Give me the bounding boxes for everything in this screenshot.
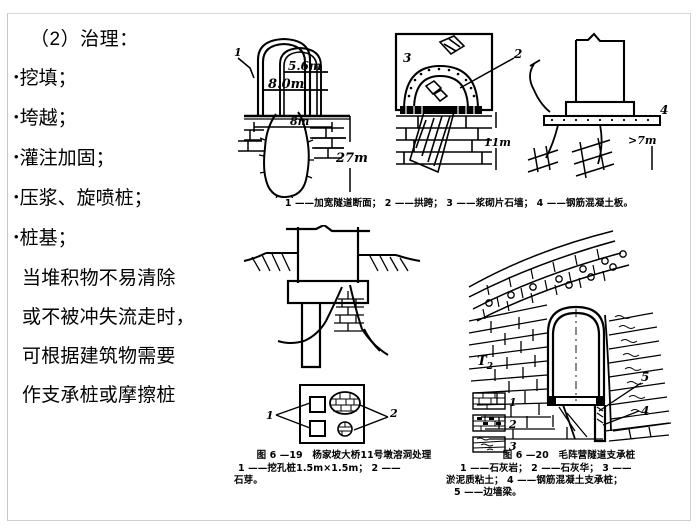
figure-bl-svg: 1 2 (243, 225, 421, 444)
bullet-item-3-label: 灌注加固； (19, 148, 115, 169)
bullet-item-2-label: 垮越； (19, 108, 77, 129)
bullet-item-2: • 垮越； (14, 103, 228, 130)
figure-bottom-right-caption: 图 6 —20 毛阵营隧道支承桩 1 ——石灰岩； 2 ——石灰华； 3 —— … (446, 450, 692, 500)
legend-label-1: 1 (509, 396, 517, 409)
figure-top-tunnel-sections: 5.6m 8.0m 1 (228, 20, 690, 220)
figure-br-key-line-3: 5 ——边墙梁。 (454, 487, 522, 499)
bullet-item-5: • 桩基； (14, 223, 228, 250)
figure-bl-title: 图 6 —19 杨家坡大桥11号墩溶洞处理 (256, 450, 432, 461)
callout-1-bl: 1 (266, 409, 274, 422)
legend-label-2: 2 (508, 418, 517, 431)
paragraph-line-1: 当堆积物不易清除 (22, 268, 176, 289)
figure-bl-key-line-1: 1 ——挖孔桩1.5m×1.5m； 2 —— (238, 463, 401, 475)
bullet-dot-icon: • (14, 229, 19, 244)
slide-text-column: （2）治理： • 挖填； • 垮越； • 灌注加固； • 压浆、旋喷桩； • 桩… (14, 24, 228, 419)
figure-br-svg: 5 4 T2 (468, 230, 672, 453)
dim-tunnel-inner: 5.6m (288, 59, 322, 73)
slide-heading: （2）治理： (30, 29, 139, 50)
figure-bl-key-line-2: 石芽。 (234, 475, 263, 487)
paragraph-line-3: 可根据建筑物需要 (22, 346, 176, 367)
bullet-dot-icon: • (14, 189, 19, 204)
callout-4-br: 4 (641, 404, 649, 418)
paragraph-line-4: 作支承桩或摩擦桩 (22, 385, 176, 406)
legend-swatch-2 (472, 414, 506, 432)
stratum-label-t2: T2 (477, 354, 493, 372)
callout-4-top: 4 (660, 103, 668, 117)
figure-bottom-left-caption: 图 6 —19 杨家坡大桥11号墩溶洞处理 1 ——挖孔桩1.5m×1.5m； … (228, 450, 460, 487)
legend-label-3: 3 (509, 440, 517, 453)
bullet-item-4: • 压浆、旋喷桩； (14, 183, 228, 210)
dim-width-8m: 8m (290, 115, 309, 128)
dim-depth-27m: 27m (335, 151, 368, 166)
dim-thickness: >7m (628, 134, 657, 147)
figure-br-key-line-1: 1 ——石灰岩； 2 ——石灰华； 3 —— (460, 463, 632, 475)
bullet-item-1-label: 挖填； (19, 68, 77, 89)
bullet-item-3: • 灌注加固； (14, 143, 228, 170)
dim-tunnel-outer: 8.0m (268, 77, 304, 92)
bullet-item-5-label: 桩基； (19, 228, 77, 249)
bullet-dot-icon: • (14, 69, 19, 84)
bullet-dot-icon: • (14, 149, 19, 164)
figure-bottom-right-drawing: 5 4 T2 (463, 225, 690, 453)
figure-top-caption: 1 ——加宽隧道断面； 2 ——拱跨； 3 ——浆砌片石墙； 4 ——钢筋混凝土… (284, 198, 634, 209)
legend-swatch-3 (472, 436, 506, 453)
figure-bottom-left-drawing: 1 2 (230, 225, 455, 453)
figure-br-key-line-2: 淤泥质粘土； 4 ——钢筋混凝土支承桩； (446, 475, 623, 487)
callout-2-top: 2 (513, 47, 522, 61)
dim-height-11m: 11m (484, 136, 511, 149)
callout-1-top: 1 (234, 46, 242, 59)
callout-5-br: 5 (641, 370, 649, 384)
paragraph-line-2: 或不被冲失流走时， (22, 307, 195, 328)
figure-area: 5.6m 8.0m 1 (228, 20, 690, 515)
bullet-item-1: • 挖填； (14, 63, 228, 90)
legend-swatch-1 (472, 392, 506, 410)
callout-3-top: 3 (403, 51, 411, 65)
bullet-item-4-label: 压浆、旋喷桩； (19, 188, 153, 209)
figure-top-drawing: 5.6m 8.0m 1 (234, 32, 668, 198)
callout-2-bl: 2 (389, 407, 398, 420)
bullet-dot-icon: • (14, 109, 19, 124)
figure-br-title: 图 6 —20 毛阵营隧道支承桩 (502, 450, 636, 461)
